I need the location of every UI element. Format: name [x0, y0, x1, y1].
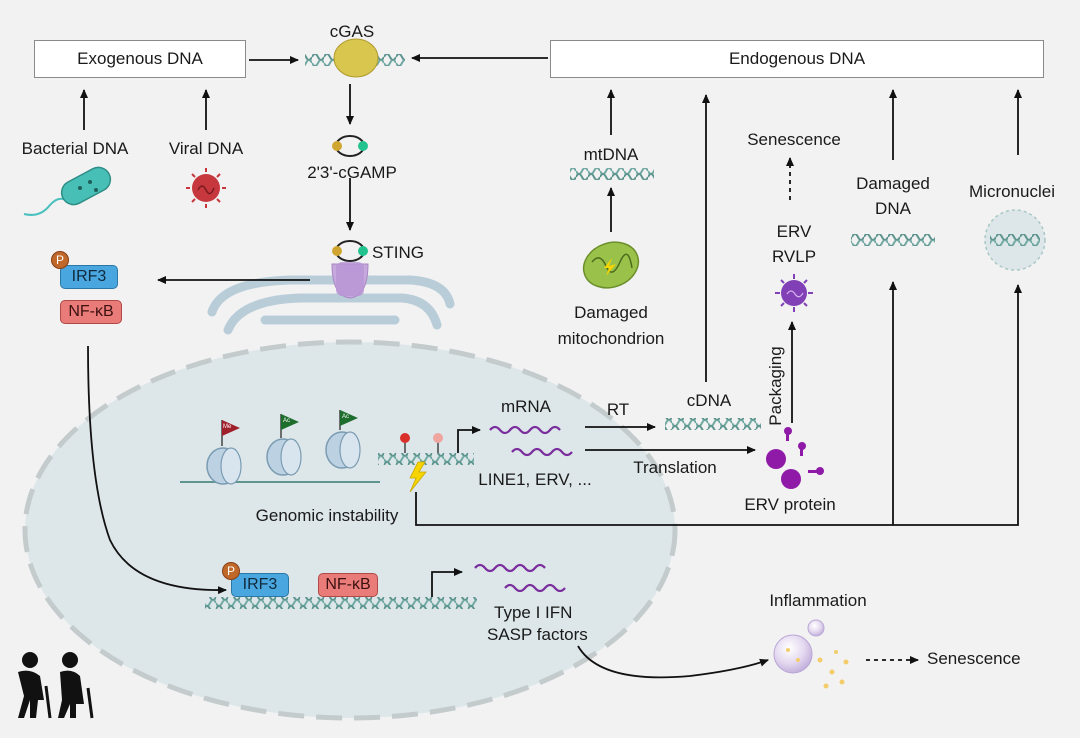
sasp-factors-label: SASP factors: [487, 625, 588, 644]
elderly-people-icon: [18, 652, 94, 719]
micronuclei-label: Micronuclei: [969, 182, 1055, 201]
endoplasmic-reticulum: [207, 275, 455, 335]
mtdna-strand: [570, 168, 654, 180]
erv-label: ERV: [776, 222, 812, 241]
inflammation-label: Inflammation: [769, 591, 867, 610]
mrna-strands: [489, 425, 573, 457]
methyl-flag-label: Me: [223, 424, 232, 430]
cdna-label: cDNA: [686, 391, 732, 410]
genomic-instability-label: Genomic instability: [255, 506, 399, 525]
damaged-mitochondrion-label-1: Damaged: [574, 303, 648, 322]
irf3-badge: IRF3: [60, 265, 118, 289]
endogenous-dna-box: Endogenous DNA: [550, 40, 1044, 78]
virus-icon: [186, 168, 226, 208]
damaged-dna-strand: [851, 234, 935, 246]
bacterial-dna-label: Bacterial DNA: [21, 139, 129, 158]
nfkb-badge: NF-κB: [60, 300, 122, 324]
senescence-top-label: Senescence: [747, 130, 841, 149]
rvlp-particle-icon: [775, 274, 813, 312]
nucleosomes: [206, 431, 361, 485]
nuclear-irf3-badge: IRF3: [231, 573, 289, 597]
arrows: [80, 54, 1022, 679]
lightning-icon: [409, 461, 427, 493]
nuclear-nfkb-badge: NF-κB: [318, 573, 378, 597]
mitochondrion-icon: [582, 241, 640, 289]
rvlp-label: RVLP: [771, 247, 817, 266]
erv-protein-label: ERV protein: [744, 495, 836, 514]
promoter-arrow: [457, 426, 481, 453]
acetyl-flag-label-1: Ac: [283, 418, 291, 424]
cdna-strand: [665, 418, 761, 430]
damaged-dna-label-2: DNA: [875, 199, 911, 218]
type1-ifn-label: Type I IFN: [494, 603, 573, 622]
cgas-enzyme: [333, 38, 379, 78]
rt-label: RT: [606, 400, 630, 419]
translation-label: Translation: [633, 458, 717, 477]
target-gene-dna-strand: [205, 597, 477, 609]
ifn-mrna-strands: [474, 563, 566, 593]
damaged-dna-label-1: Damaged: [856, 174, 930, 193]
acetyl-flag-label-2: Ac: [342, 414, 350, 420]
senescence-bottom-label: Senescence: [927, 649, 1021, 668]
exogenous-dna-box: Exogenous DNA: [34, 40, 246, 78]
bacterium-icon: [23, 166, 112, 216]
gene-dna-strand: [378, 453, 474, 465]
sting-protein: [331, 240, 369, 299]
mtdna-label: mtDNA: [583, 145, 639, 164]
cgas-label: cGAS: [329, 22, 375, 41]
inflammation-cells-icon: [773, 619, 849, 689]
histone-mark-flags: [221, 410, 358, 446]
erv-protein-icon: [766, 427, 824, 489]
phosphate-icon: P: [51, 251, 69, 269]
viral-dna-label: Viral DNA: [168, 139, 244, 158]
cgamp-molecule: [332, 135, 368, 157]
dna-modification-marks: [400, 433, 443, 453]
damaged-mitochondrion-label-2: mitochondrion: [557, 329, 665, 348]
mrna-label: mRNA: [500, 397, 552, 416]
cgamp-label: 2'3'-cGAMP: [307, 163, 397, 182]
nucleus: [22, 339, 678, 721]
line1-erv-label: LINE1, ERV, ...: [478, 470, 592, 489]
packaging-label: Packaging: [766, 346, 785, 426]
micronucleus-icon: [984, 209, 1046, 271]
sting-label: STING: [372, 243, 424, 262]
target-promoter-arrow: [431, 568, 463, 597]
nuclear-phosphate-icon: P: [222, 562, 240, 580]
